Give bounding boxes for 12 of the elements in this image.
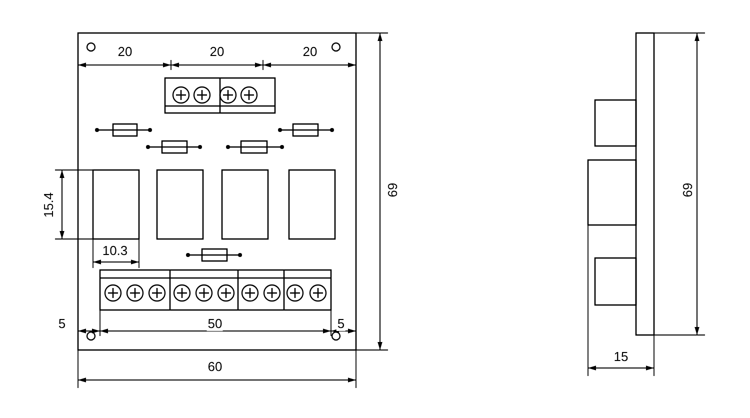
dimension-label: 15.4: [42, 191, 56, 219]
dimension-label: 20: [302, 45, 318, 59]
dimension-label: 15: [612, 350, 630, 364]
dimension-label: 69: [681, 182, 695, 198]
dimension-label: 60: [206, 360, 224, 374]
dimension-label: 5: [57, 317, 67, 331]
dimension-label: 50: [206, 317, 224, 331]
dimension-label: 5: [336, 317, 346, 331]
dimension-label: 20: [208, 45, 226, 59]
dimension-label: 20: [116, 45, 134, 59]
dimension-label: 69: [386, 182, 400, 198]
dimension-label: 10.3: [101, 244, 129, 258]
